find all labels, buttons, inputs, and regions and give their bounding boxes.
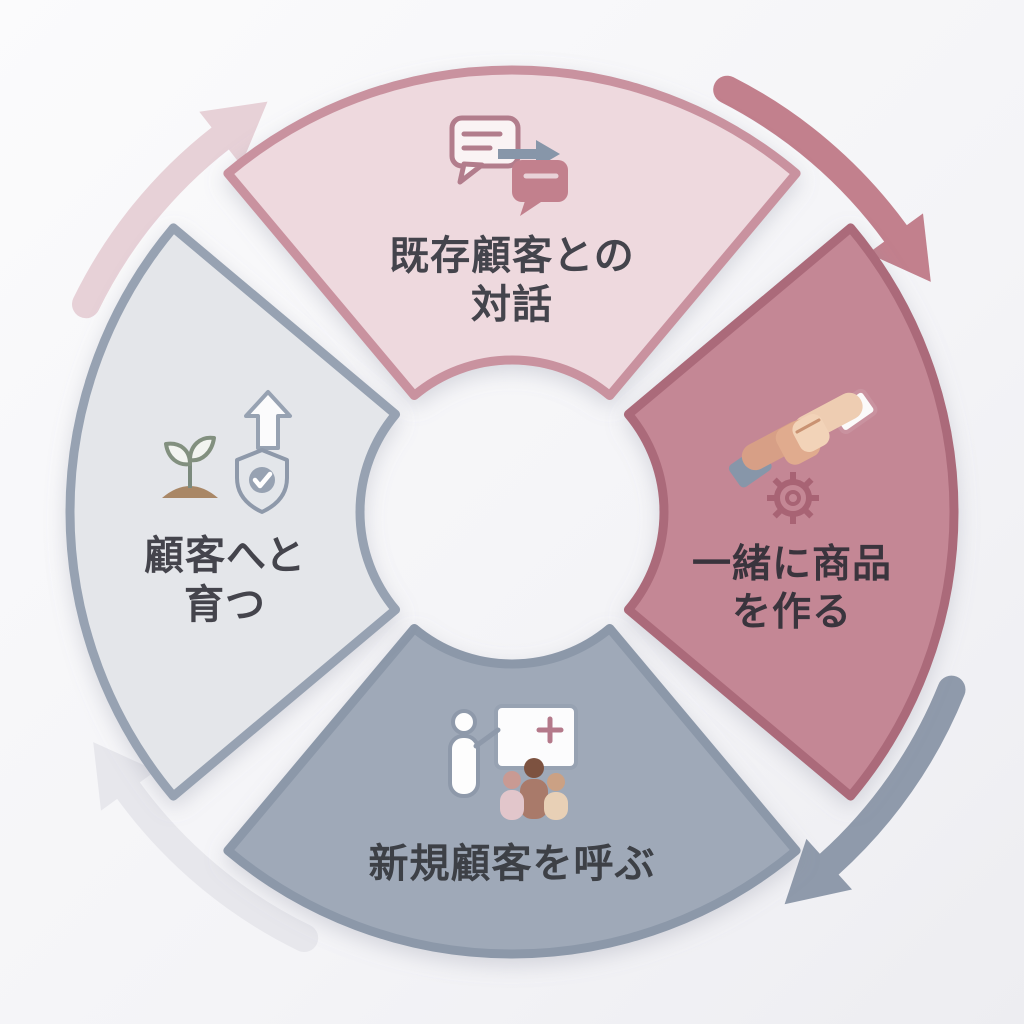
segment-bottom-label-line1: 新規顧客を呼ぶ [368, 841, 656, 887]
arrow-right-to-bottom-head [784, 838, 852, 905]
segment-left-label: 顧客へと 育つ [85, 532, 365, 630]
arrow-bottom-to-left [93, 742, 319, 952]
arrow-left-to-top [72, 101, 268, 319]
handshake-gear-icon [728, 388, 878, 524]
growth-up-arrow-icon [244, 390, 292, 450]
audience-body-middle [520, 779, 548, 819]
presenter-arm [473, 727, 501, 749]
growth-shield-icon [162, 390, 292, 514]
arrow-bottom-to-left-head [93, 742, 156, 811]
arrow-top-to-right-shaft [713, 75, 910, 248]
segment-left-label-line2: 育つ [184, 581, 266, 628]
presenter-head [451, 709, 477, 735]
segment-top-label: 既存顧客との 対話 [262, 232, 762, 330]
handshake-fist-right [792, 414, 830, 452]
segment-top-label-line1: 既存顧客との [389, 233, 635, 279]
arrow-bottom-to-left-shaft [114, 776, 319, 952]
audience-head-left [503, 771, 521, 789]
board-plus-icon [536, 716, 564, 744]
segment-right-label: 一緒に商品 を作る [642, 541, 942, 636]
audience-body-right [544, 792, 568, 820]
segment-top-label-line2: 対話 [471, 281, 553, 328]
segment-left-label-line1: 顧客へと [144, 533, 306, 579]
handshake-finger-line [795, 418, 821, 434]
sprout-leaf-left [164, 441, 192, 467]
segment-bottom-label: 新規顧客を呼ぶ [312, 840, 712, 889]
presenter-body [448, 734, 480, 798]
gear-icon [767, 472, 819, 524]
chat-exchange-icon [449, 115, 568, 216]
arrow-top-to-right [713, 75, 931, 282]
chat-bubble-filled-tail [520, 198, 544, 216]
segment-top-shape [223, 65, 801, 401]
segment-left-shape [65, 223, 401, 801]
check-icon [252, 471, 273, 489]
soil-mound [162, 486, 218, 498]
arrow-left-to-top-shaft [72, 124, 235, 319]
segment-right-label-line1: 一緒に商品 [691, 542, 892, 587]
sprout-leaf-right [188, 435, 216, 463]
arrow-right-to-bottom [784, 675, 966, 905]
chat-bubble-filled [512, 160, 568, 202]
audience-head-middle [524, 758, 544, 778]
arrow-top-to-right-head [868, 213, 931, 282]
arrow-right-to-bottom-shaft [815, 675, 966, 879]
segment-right-label-line2: を作る [731, 589, 852, 635]
audience-body-left [500, 790, 524, 820]
arrow-left-to-top-head [199, 101, 268, 166]
chat-bubble-outline-tail [457, 161, 485, 185]
audience-head-right [547, 773, 565, 791]
presentation-icon [448, 704, 578, 820]
